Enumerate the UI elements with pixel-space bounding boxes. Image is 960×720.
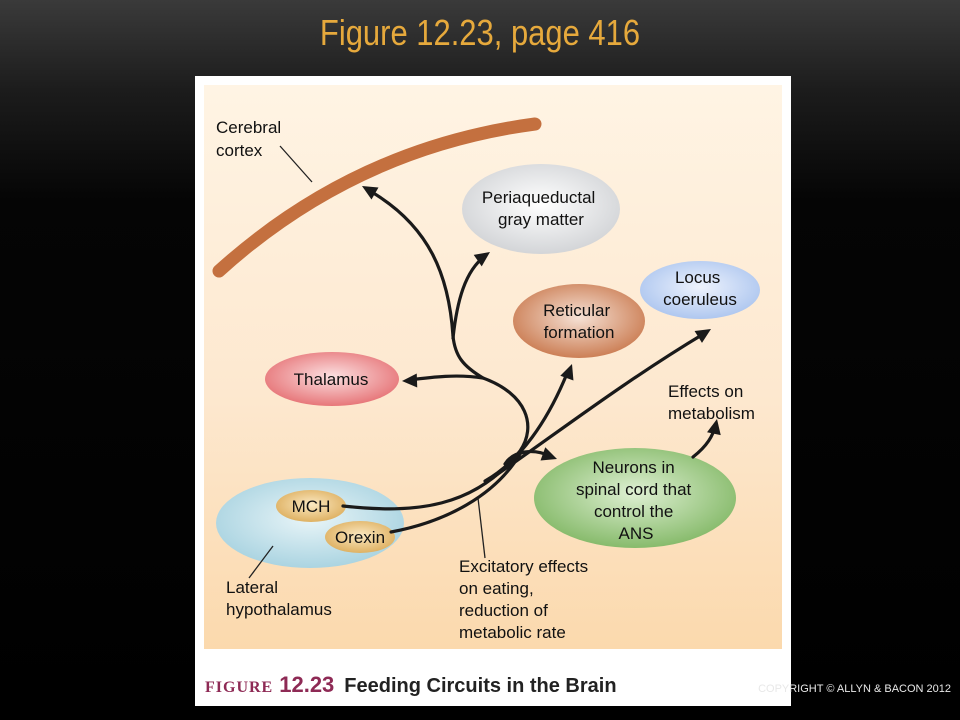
- cerebral-cortex-band: [212, 117, 542, 278]
- copyright-notice: COPYRIGHT © ALLYN & BACON 2012: [758, 681, 960, 697]
- reticular-formation-label: Reticular formation: [543, 301, 615, 342]
- arrowhead-metabolism: [707, 419, 721, 436]
- arrowhead-cortex: [362, 186, 379, 200]
- cerebral-cortex-label: Cerebral cortex: [216, 118, 286, 160]
- pathway-to-locus: [493, 331, 707, 478]
- excitatory-leader-line: [477, 497, 486, 559]
- slide-title: Figure 12.23, page 416: [319, 12, 641, 53]
- locus-coeruleus-label: Locus coeruleus: [663, 268, 737, 309]
- neurons-spinal-label: Neurons in spinal cord that control the …: [576, 458, 696, 543]
- copyright-text: COPYRIGHT © ALLYN & BACON 2012: [758, 683, 951, 695]
- neurons-spinal-region: [534, 448, 736, 548]
- figure-title: Feeding Circuits in the Brain: [344, 675, 617, 697]
- lateral-hypothalamus-label: Lateral hypothalamus: [226, 578, 332, 619]
- mch-label: MCH: [292, 497, 331, 516]
- arrowhead-neurons: [540, 447, 557, 461]
- cortex-leader-line: [279, 145, 313, 183]
- pathway-trunk-mch: [341, 334, 530, 511]
- orexin-label: Orexin: [335, 528, 385, 547]
- figure-caption: FIGURE 12.23 Feeding Circuits in the Brain: [205, 672, 617, 698]
- periaqueductal-gray-region: [462, 164, 620, 254]
- periaqueductal-label: Periaqueductal gray matter: [482, 188, 600, 229]
- arrowhead-locus: [694, 329, 711, 343]
- arrowhead-reticular: [560, 364, 574, 381]
- excitatory-effects-label: Excitatory effects on eating, reduction …: [459, 557, 593, 642]
- reticular-formation-region: [513, 284, 645, 358]
- hypothalamus-leader-line: [248, 545, 274, 579]
- arrowhead-thalamus: [402, 373, 418, 388]
- effects-metabolism-label: Effects on metabolism: [668, 382, 755, 423]
- mch-nucleus: [276, 490, 346, 522]
- thalamus-region: [265, 352, 399, 406]
- orexin-nucleus: [325, 521, 395, 553]
- pathway-to-cortex: [368, 189, 455, 338]
- figure-card: Cerebral cortex Periaqueductal gray matt…: [195, 76, 791, 706]
- pathway-to-periaqueductal: [451, 254, 487, 340]
- pathway-to-thalamus: [407, 374, 485, 382]
- locus-coeruleus-region: [640, 261, 760, 319]
- pathway-orexin: [389, 452, 522, 534]
- thalamus-label: Thalamus: [294, 370, 369, 389]
- feeding-circuit-diagram: Cerebral cortex Periaqueductal gray matt…: [212, 117, 760, 642]
- arrowhead-periaqueductal: [473, 252, 490, 267]
- figure-word: FIGURE: [205, 679, 274, 696]
- figure-number: 12.23: [279, 672, 335, 697]
